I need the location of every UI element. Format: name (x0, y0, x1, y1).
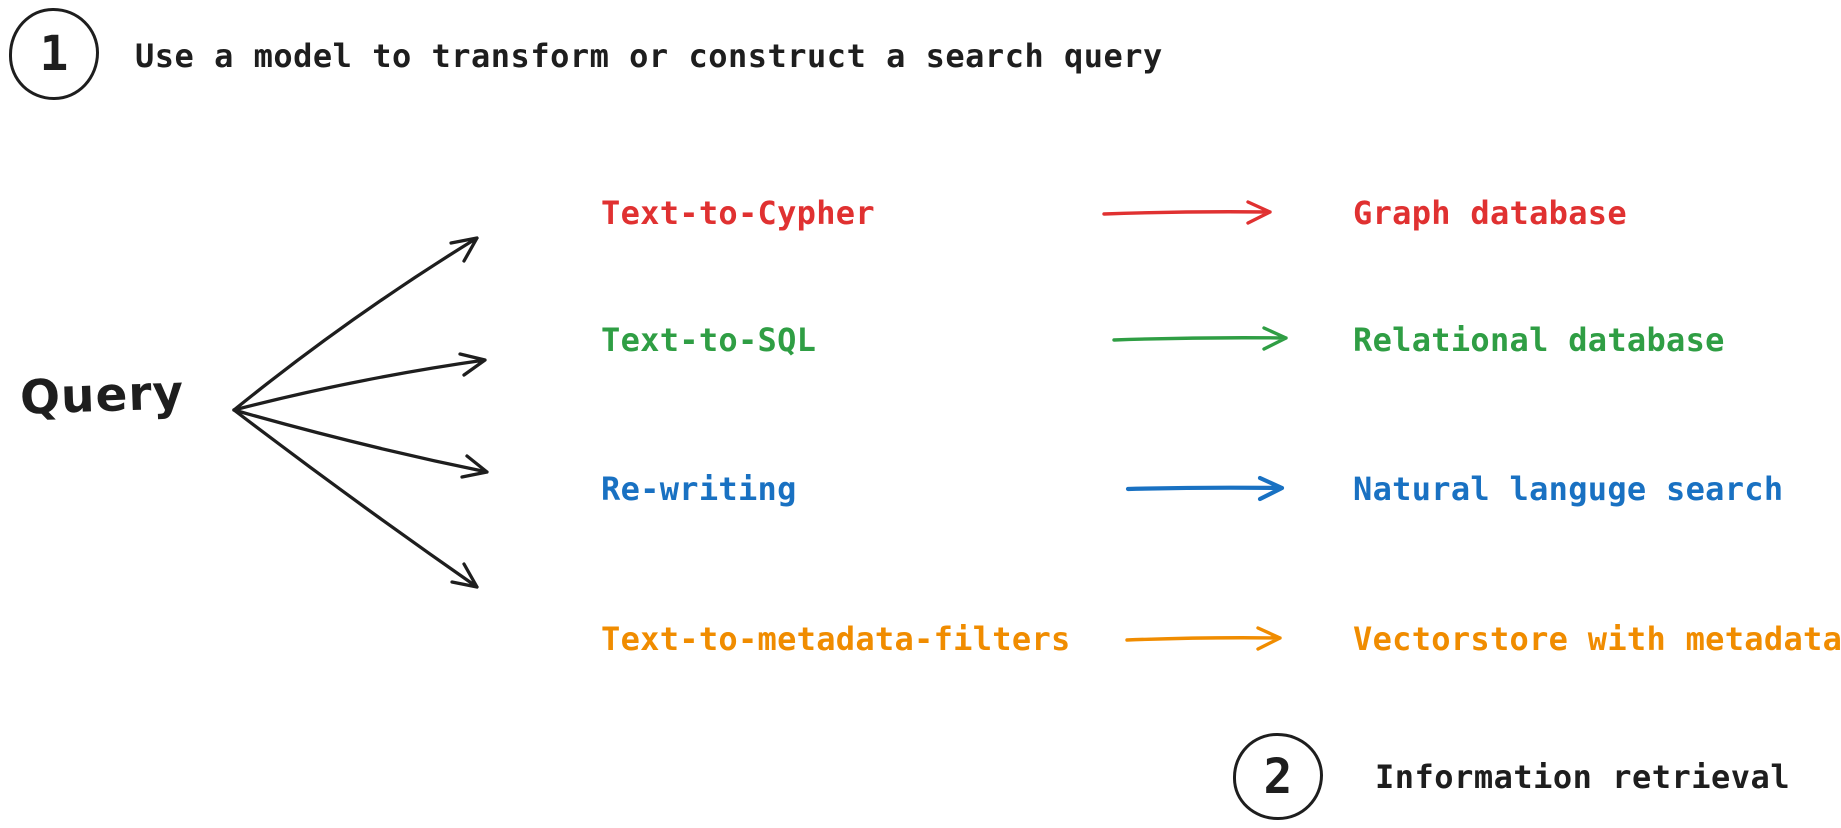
arrow-sql-to-relational-db (1112, 326, 1288, 351)
step-1-heading: Use a model to transform or construct a … (135, 37, 1163, 75)
step-1-number: 1 (39, 26, 69, 82)
arrow-filters-to-vectorstore (1125, 626, 1282, 651)
fan-arrow-to-text-to-metadata-filters (232, 408, 479, 589)
query-node-label: Query (19, 365, 186, 426)
target-label-vectorstore-with-metadata: Vectorstore with metadata (1353, 620, 1841, 658)
arrow-rewriting-to-nl-search (1125, 475, 1285, 502)
method-label-re-writing: Re-writing (601, 470, 797, 508)
method-label-text-to-cypher: Text-to-Cypher (601, 194, 875, 232)
step-2-badge: 2 (1233, 733, 1323, 820)
target-label-graph-database: Graph database (1353, 194, 1627, 232)
method-label-text-to-sql: Text-to-SQL (601, 321, 817, 359)
arrow-cypher-to-graph-db (1102, 200, 1272, 225)
target-label-natural-language-search: Natural languge search (1353, 470, 1784, 508)
step-2-number: 2 (1263, 748, 1293, 805)
target-label-relational-database: Relational database (1353, 321, 1725, 359)
method-label-text-to-metadata-filters: Text-to-metadata-filters (601, 620, 1071, 658)
fan-arrow-to-text-to-sql (232, 352, 487, 412)
fan-arrow-to-text-to-cypher (232, 236, 479, 412)
fan-arrow-to-re-writing (232, 408, 489, 479)
query-fan-arrows (232, 236, 489, 589)
step-2-heading: Information retrieval (1375, 758, 1791, 796)
step-1-badge: 1 (9, 8, 99, 100)
